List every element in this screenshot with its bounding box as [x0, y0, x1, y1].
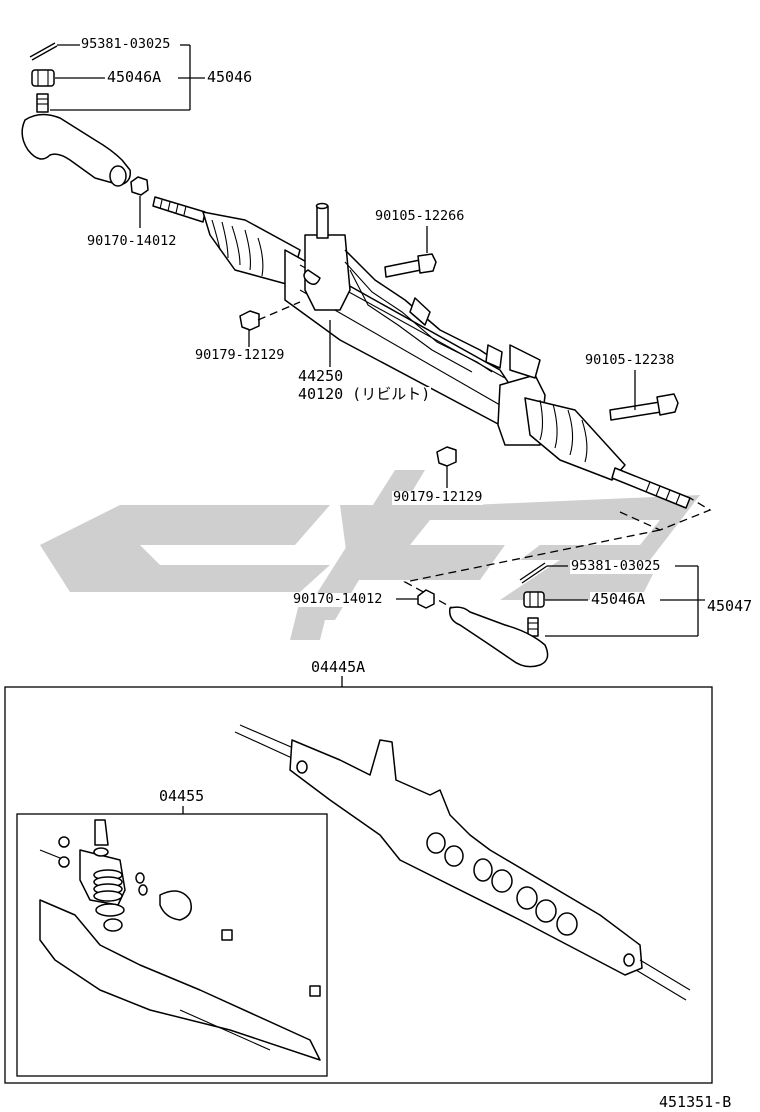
tie-rod-end-left-drawing: [21, 42, 149, 196]
bushing-left-drawing: [239, 310, 260, 331]
steering-rack-drawing: [152, 196, 691, 509]
label-tie-rod-end-left: 45046: [206, 68, 254, 86]
label-lock-nut-upper: 90170-14012: [86, 233, 178, 249]
label-nut-upper: 45046A: [106, 68, 163, 86]
label-gear-assy-rebuilt: 40120 (リビルト): [297, 385, 432, 403]
bushing-right-drawing: [436, 446, 457, 467]
bolt-upper-drawing: [384, 253, 437, 278]
label-cotter-pin-lower: 95381-03025: [570, 558, 662, 574]
label-seal-kit: 04455: [158, 787, 206, 805]
label-bushing-right: 90179-12129: [392, 489, 484, 505]
label-gasket-kit: 04445A: [310, 658, 367, 676]
watermark-logo: [40, 470, 700, 640]
label-bolt-upper: 90105-12266: [374, 208, 466, 224]
seal-kit-valve-drawing: [39, 819, 321, 1061]
label-lock-nut-lower: 90170-14012: [292, 591, 384, 607]
seal-kit-frame: [16, 813, 328, 1077]
label-bushing-left: 90179-12129: [194, 347, 286, 363]
label-tie-rod-end-right: 45047: [706, 597, 754, 615]
gasket-kit-rack-drawing: [234, 724, 691, 1001]
label-nut-lower: 45046A: [590, 590, 647, 608]
label-gear-assy: 44250: [297, 367, 345, 385]
label-bolt-right: 90105-12238: [584, 352, 676, 368]
bolt-right-drawing: [609, 393, 679, 421]
diagram-code: 451351-B: [658, 1093, 733, 1111]
gasket-kit-frame: [4, 686, 713, 1084]
tie-rod-end-right-drawing: [417, 562, 549, 668]
label-cotter-pin-upper: 95381-03025: [80, 36, 172, 52]
